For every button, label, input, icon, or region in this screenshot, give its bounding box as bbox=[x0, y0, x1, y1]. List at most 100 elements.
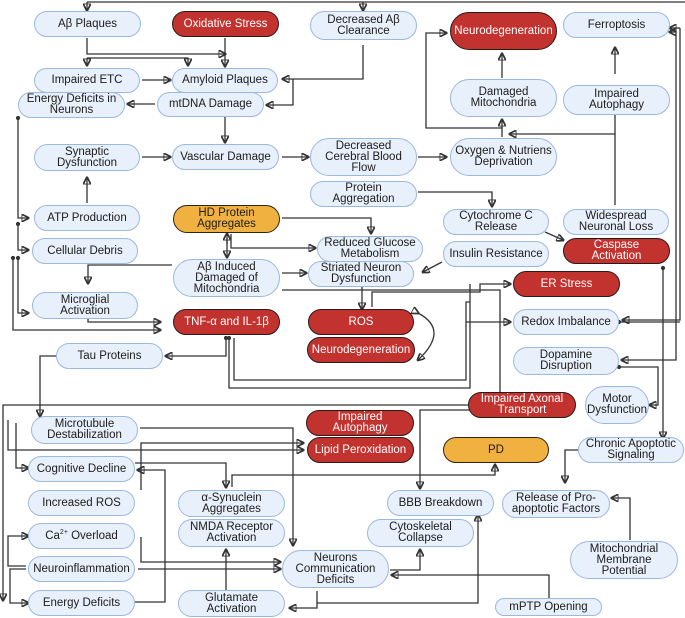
node-cytoskeletal-collapse: Cytoskeletal Collapse bbox=[367, 519, 474, 547]
node-nmda-receptor-activation: NMDA Receptor Activation bbox=[178, 519, 285, 547]
node-hd-protein-aggregates: HD Protein Aggregates bbox=[173, 205, 280, 233]
connector bbox=[612, 498, 631, 540]
node-mitochondrial-membrane-potential: Mitochondrial Membrane Potential bbox=[570, 541, 678, 579]
node-energy-deficits: Energy Deficits bbox=[28, 590, 135, 616]
connector bbox=[565, 449, 578, 482]
node-ferroptosis: Ferroptosis bbox=[563, 12, 670, 38]
node-ab-plaques: Aβ Plaques bbox=[34, 11, 141, 37]
node-impaired-etc: Impaired ETC bbox=[34, 68, 140, 93]
node-impaired-autophagy-top: Impaired Autophagy bbox=[563, 85, 670, 115]
node-chronic-apoptotic-signaling: Chronic Apoptotic Signaling bbox=[578, 437, 684, 463]
connector bbox=[86, 38, 225, 54]
node-amyloid-plaques: Amyloid Plaques bbox=[172, 68, 278, 93]
node-reduced-glucose-metabolism: Reduced Glucose Metabolism bbox=[317, 236, 423, 262]
node-release-pro-apoptotic-factors: Release of Pro-apoptotic Factors bbox=[502, 490, 610, 518]
connector bbox=[392, 575, 550, 598]
connector bbox=[390, 550, 420, 571]
connector bbox=[623, 28, 681, 320]
node-vascular-damage: Vascular Damage bbox=[172, 144, 279, 170]
node-microtubule-destabilization: Microtubule Destabilization bbox=[31, 416, 138, 444]
connector bbox=[7, 536, 28, 567]
connector bbox=[88, 264, 172, 283]
node-caspase-activation: Caspase Activation bbox=[563, 238, 670, 264]
connector bbox=[230, 234, 315, 248]
connector bbox=[290, 591, 318, 608]
node-ab-induced-damaged-mitochondria: Aβ Induced Damaged of Mitochondria bbox=[173, 259, 280, 297]
connector bbox=[317, 515, 478, 604]
connector bbox=[423, 261, 443, 272]
connector bbox=[15, 423, 28, 468]
node-damaged-mitochondria: Damaged Mitochondria bbox=[450, 79, 557, 117]
node-synaptic-dysfunction: Synaptic Dysfunction bbox=[34, 144, 140, 171]
connector bbox=[7, 420, 303, 450]
connector bbox=[418, 191, 492, 206]
node-widespread-neuronal-loss: Widespread Neuronal Loss bbox=[563, 209, 669, 235]
node-cytochrome-c-release: Cytochrome C Release bbox=[443, 209, 549, 235]
node-impaired-axonal-transport: Impaired Axonal Transport bbox=[468, 392, 576, 418]
node-neurodegeneration-mid: Neurodegeneration bbox=[307, 337, 415, 363]
connector bbox=[371, 284, 510, 307]
node-increased-ros: Increased ROS bbox=[28, 490, 135, 516]
node-decreased-cerebral-blood-flow: Decreased Cerebral Blood Flow bbox=[310, 138, 417, 176]
node-atp-production: ATP Production bbox=[34, 205, 140, 231]
node-protein-aggregation: Protein Aggregation bbox=[310, 181, 417, 207]
node-decreased-ab-clearance: Decreased Aβ Clearance bbox=[310, 11, 417, 40]
node-tnf-il1b: TNF-α and IL-1β bbox=[173, 309, 280, 335]
connector bbox=[87, 57, 188, 65]
connector bbox=[544, 231, 563, 240]
connector bbox=[18, 224, 28, 250]
connector bbox=[226, 284, 471, 389]
node-cellular-debris: Cellular Debris bbox=[32, 238, 138, 264]
node-microglial-activation: Microglial Activation bbox=[32, 292, 138, 319]
connector bbox=[135, 470, 166, 603]
node-impaired-autophagy-mid: Impaired Autophagy bbox=[306, 410, 414, 436]
node-er-stress: ER Stress bbox=[513, 271, 620, 297]
connector bbox=[619, 367, 659, 405]
node-energy-deficits-in-neurons: Energy Deficits in Neurons bbox=[18, 92, 125, 118]
connector bbox=[40, 355, 56, 416]
node-motor-dysfunction: Motor Dysfunction bbox=[585, 386, 649, 424]
node-lipid-peroxidation: Lipid Peroxidation bbox=[307, 437, 414, 463]
connector bbox=[267, 79, 294, 105]
connector bbox=[425, 33, 503, 137]
node-mtdna-damage: mtDNA Damage bbox=[157, 92, 264, 117]
connector bbox=[18, 118, 28, 218]
node-pd: PD bbox=[443, 437, 549, 463]
connector bbox=[3, 404, 468, 600]
node-striated-neuron-dysfunction: Striated Neuron Dysfunction bbox=[308, 261, 414, 287]
connector bbox=[18, 258, 28, 313]
connector bbox=[420, 409, 470, 488]
connector bbox=[135, 462, 226, 487]
node-ros: ROS bbox=[308, 309, 414, 335]
connector bbox=[282, 217, 371, 233]
node-redox-imbalance: Redox Imbalance bbox=[513, 309, 619, 335]
ca-overload-label: Ca2+ Overload bbox=[45, 528, 118, 542]
node-tau-proteins: Tau Proteins bbox=[56, 343, 163, 369]
connector bbox=[140, 443, 303, 490]
node-a-synuclein-aggregates: α-Synuclein Aggregates bbox=[178, 490, 285, 517]
connector bbox=[140, 537, 280, 562]
connector bbox=[231, 465, 495, 487]
connector bbox=[13, 258, 160, 330]
node-ca-overload: Ca2+ Overload bbox=[28, 523, 135, 549]
node-cognitive-decline: Cognitive Decline bbox=[28, 456, 135, 482]
node-neuroinflammation: Neuroinflammation bbox=[28, 556, 135, 582]
connector bbox=[9, 568, 28, 603]
connector bbox=[282, 289, 500, 415]
node-bbb-breakdown: BBB Breakdown bbox=[387, 490, 494, 516]
connector bbox=[283, 45, 364, 79]
connector bbox=[418, 313, 435, 360]
node-insulin-resistance: Insulin Resistance bbox=[443, 241, 549, 267]
node-neurodegeneration-top: Neurodegeneration bbox=[450, 12, 557, 50]
node-glutamate-activation: Glutamate Activation bbox=[178, 590, 285, 617]
connector bbox=[622, 30, 677, 360]
node-oxygen-nutriens-deprivation: Oxygen & Nutriens Deprivation bbox=[450, 138, 557, 176]
node-oxidative-stress: Oxidative Stress bbox=[172, 11, 279, 37]
connector bbox=[233, 301, 470, 381]
connector bbox=[140, 427, 293, 545]
node-neurons-communication-deficits: Neurons Communication Deficits bbox=[282, 550, 389, 588]
node-mptp-opening: mPTP Opening bbox=[495, 598, 602, 616]
connector bbox=[166, 338, 226, 356]
node-dopamine-disruption: Dopamine Disruption bbox=[513, 347, 619, 375]
